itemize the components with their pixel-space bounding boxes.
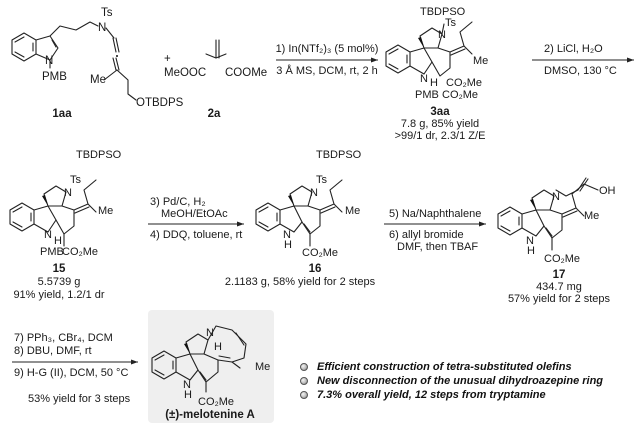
label-n: N <box>438 29 446 41</box>
compound-3aa-info-1: 7.8 g, 85% yield <box>401 118 479 130</box>
label-nh-n: N <box>526 235 534 247</box>
compound-15-info-2: 91% yield, 1.2/1 dr <box>13 289 104 301</box>
compound-id-1aa: 1aa <box>52 108 72 120</box>
step56-conditions-below-2: DMF, then TBAF <box>397 241 478 253</box>
melotenine-a-structure <box>151 325 247 393</box>
compound-id-17: 17 <box>553 269 566 281</box>
label-pmb: PMB <box>40 246 64 258</box>
label-h: H <box>214 341 222 353</box>
label-ester: CO₂Me <box>62 246 98 258</box>
compound-id-16: 16 <box>309 263 322 275</box>
compound-17-info-1: 434.7 mg <box>536 281 582 293</box>
compound-id-2a: 2a <box>208 108 221 120</box>
label-n: N <box>310 187 318 199</box>
product-highlight-box <box>148 310 274 423</box>
bullet-icon <box>300 363 308 371</box>
step1-conditions-below: 3 Å MS, DCM, rt, 2 h <box>276 64 377 77</box>
label-me: Me <box>584 210 599 222</box>
compound-17-structure <box>497 177 599 251</box>
label-me: Me <box>255 361 270 373</box>
compound-15-info-1: 5.5739 g <box>38 276 81 288</box>
bullet-icon <box>300 377 308 385</box>
compound-16-info: 2.1183 g, 58% yield for 2 steps <box>225 276 376 288</box>
label-ester-1: CO₂Me <box>446 77 482 89</box>
highlight-item: Efficient construction of tetra-substitu… <box>300 360 603 374</box>
label-nh-h: H <box>284 239 292 251</box>
label-ester: CO₂Me <box>544 253 580 265</box>
bullet-icon <box>300 391 308 399</box>
step789-yield: 53% yield for 3 steps <box>28 393 131 405</box>
compound-17-info-2: 57% yield for 2 steps <box>508 293 611 305</box>
label-ts: Ts <box>445 17 457 29</box>
compound-3aa-info-2: >99/1 dr, 2.3/1 Z/E <box>395 130 486 142</box>
step789-conditions-below: 9) H-G (II), DCM, 50 °C <box>14 367 128 379</box>
label-n-indole: N <box>45 55 53 67</box>
step789-conditions-above-2: 8) DBU, DMF, rt <box>14 345 92 357</box>
highlight-item: 7.3% overall yield, 12 steps from trypta… <box>300 388 603 402</box>
label-me: Me <box>473 55 488 67</box>
label-n: N <box>98 22 106 34</box>
label-n-indole: N <box>44 229 52 241</box>
label-nh-n: N <box>183 379 191 391</box>
compound-id-3aa: 3aa <box>430 106 450 118</box>
step34-conditions-below: 4) DDQ, toluene, rt <box>150 229 242 241</box>
label-h: H <box>430 77 438 89</box>
compound-16-structure <box>255 179 343 247</box>
label-n-indole: N <box>420 73 428 85</box>
compound-id-15: 15 <box>53 263 66 275</box>
step789-conditions-above-1: 7) PPh₃, CBr₄, DCM <box>14 332 113 344</box>
label-tbdpso: TBDPSO <box>316 149 362 161</box>
label-ts: Ts <box>316 174 328 186</box>
compound-1aa-structure <box>11 21 137 101</box>
label-n: N <box>206 327 214 339</box>
label-nh-n: N <box>283 229 291 241</box>
label-n: N <box>552 191 560 203</box>
label-ts: Ts <box>70 174 82 186</box>
step56-conditions-above: 5) Na/Naphthalene <box>389 208 481 220</box>
compound-3aa-structure <box>385 21 473 77</box>
label-otbdps: OTBDPS <box>136 97 184 109</box>
compound-15-structure <box>9 179 97 247</box>
step2-conditions-below: DMSO, 130 °C <box>544 65 617 77</box>
plus-sign: + <box>164 53 171 65</box>
step34-conditions-above-1: 3) Pd/C, H₂ <box>150 196 206 208</box>
step2-conditions-above: 2) LiCl, H₂O <box>544 43 603 55</box>
label-nh-h: H <box>184 389 192 401</box>
compound-2a-structure <box>205 39 227 59</box>
highlight-item: New disconnection of the unusual dihydro… <box>300 374 603 388</box>
label-ester: CO₂Me <box>198 396 234 408</box>
label-pmb: PMB <box>42 71 67 83</box>
label-me: Me <box>90 74 106 86</box>
label-oh: OH <box>599 185 616 197</box>
label-nh-h: H <box>527 245 535 257</box>
label-ester: CO₂Me <box>302 247 338 259</box>
label-pmb: PMB <box>415 89 439 101</box>
step34-conditions-above-2: MeOH/EtOAc <box>161 208 228 220</box>
step56-conditions-below-1: 6) allyl bromide <box>389 229 464 241</box>
step1-conditions-above: 1) In(NTf₂)₃ (5 mol%) <box>276 43 379 55</box>
label-me: Me <box>98 205 113 217</box>
highlights-list: Efficient construction of tetra-substitu… <box>300 360 603 402</box>
label-n: N <box>64 187 72 199</box>
label-coome: COOMe <box>225 67 267 79</box>
label-ester-2: CO₂Me <box>442 89 478 101</box>
highlight-text: 7.3% overall yield, 12 steps from trypta… <box>317 389 546 401</box>
highlight-text: New disconnection of the unusual dihydro… <box>317 375 604 387</box>
label-ts: Ts <box>101 7 113 19</box>
label-tbdpso: TBDPSO <box>420 6 466 18</box>
label-me: Me <box>345 205 360 217</box>
label-meooc: MeOOC <box>164 67 206 79</box>
label-h: H <box>54 235 62 247</box>
label-tbdpso: TBDPSO <box>76 149 122 161</box>
highlight-text: Efficient construction of tetra-substitu… <box>317 361 572 373</box>
product-name: (±)-melotenine A <box>165 409 255 421</box>
